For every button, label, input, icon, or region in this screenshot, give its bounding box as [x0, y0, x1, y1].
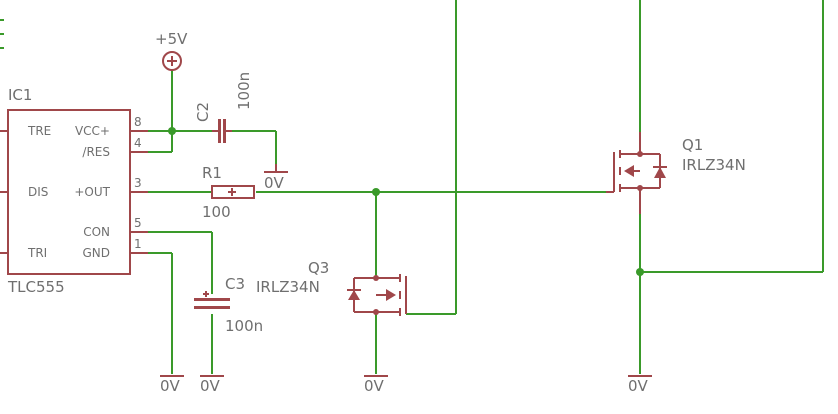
- ground-ic1-label: 0V: [160, 377, 181, 395]
- junction-q1-source: [636, 268, 644, 276]
- pin-vcc-label: VCC+: [75, 124, 110, 138]
- mosfet-q1[interactable]: Q1 IRLZ34N: [606, 132, 746, 214]
- pin-out-label: +OUT: [74, 185, 110, 199]
- capacitor-c2-value: 100n: [235, 72, 253, 110]
- junctions: [168, 127, 644, 276]
- ground-c3[interactable]: 0V: [200, 375, 224, 395]
- pin-tri-label: TRI: [27, 246, 47, 260]
- capacitor-c3[interactable]: C3 100n: [194, 275, 263, 335]
- resistor-r1[interactable]: R1 100: [202, 164, 255, 221]
- mosfet-q3[interactable]: Q3 IRLZ34N: [256, 259, 407, 316]
- pin-number-1: 1: [134, 237, 142, 251]
- ground-c2-label: 0V: [264, 174, 285, 192]
- pin-number-4: 4: [134, 136, 142, 150]
- ground-q1-label: 0V: [628, 377, 649, 395]
- ground-q3[interactable]: 0V: [364, 375, 388, 395]
- junction-out: [372, 188, 380, 196]
- ground-ic1[interactable]: 0V: [160, 375, 184, 395]
- pin-gnd-label: GND: [82, 246, 110, 260]
- capacitor-c3-value: 100n: [225, 317, 263, 335]
- mosfet-q3-value: IRLZ34N: [256, 278, 320, 296]
- capacitor-c3-name: C3: [225, 275, 245, 293]
- junction-vcc: [168, 127, 176, 135]
- mosfet-q3-name: Q3: [308, 259, 329, 277]
- left-edge-fragments: [0, 19, 4, 49]
- pin-res-label: /RES: [82, 145, 110, 159]
- capacitor-c2[interactable]: C2 100n: [194, 72, 253, 143]
- pin-number-3: 3: [134, 176, 142, 190]
- capacitor-c2-name: C2: [194, 102, 212, 122]
- pin-con-label: CON: [83, 225, 110, 239]
- ic1-value: TLC555: [7, 278, 65, 296]
- ic1-timer[interactable]: IC1 TLC555 TRE VCC+ /RES DIS +OUT CON TR…: [0, 86, 148, 296]
- ic1-name: IC1: [8, 86, 32, 104]
- pin-number-8: 8: [134, 115, 142, 129]
- pin-dis-label: DIS: [28, 185, 48, 199]
- ground-q3-label: 0V: [364, 377, 385, 395]
- ground-q1[interactable]: 0V: [628, 375, 652, 395]
- mosfet-q1-name: Q1: [682, 136, 703, 154]
- pin-number-5: 5: [134, 216, 142, 230]
- resistor-r1-name: R1: [202, 164, 222, 182]
- ground-c2[interactable]: 0V: [264, 164, 288, 192]
- ground-c3-label: 0V: [200, 377, 221, 395]
- wires: [148, 0, 824, 374]
- supply-vcc[interactable]: +5V: [155, 30, 188, 71]
- resistor-r1-value: 100: [202, 203, 231, 221]
- mosfet-q1-value: IRLZ34N: [682, 156, 746, 174]
- pin-tre-label: TRE: [27, 124, 51, 138]
- supply-vcc-label: +5V: [155, 30, 188, 48]
